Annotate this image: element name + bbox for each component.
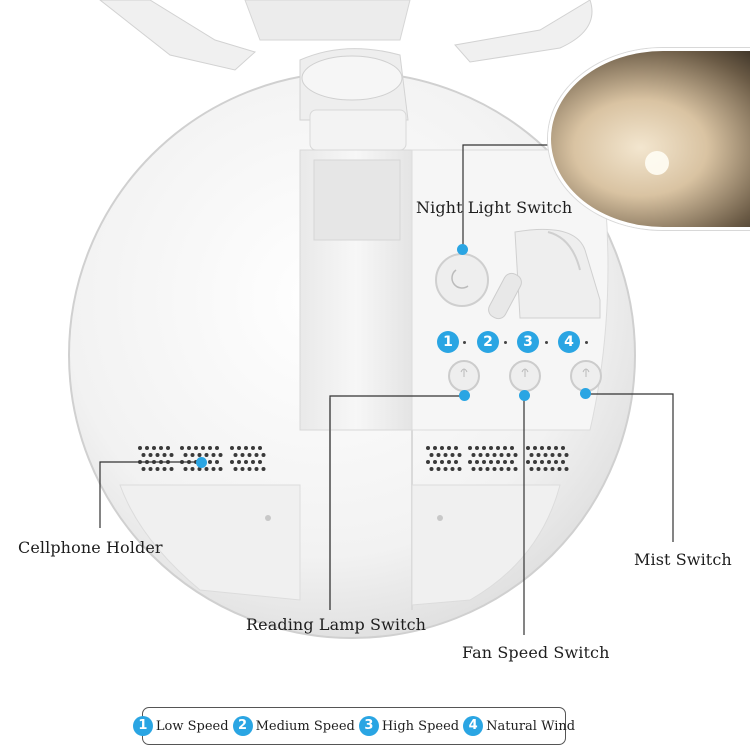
legend-item: 2 Medium Speed [232,716,355,736]
moon-star-projection-icon [611,145,669,180]
fan-base-drawing [68,0,674,639]
fan-speed-switch-label: Fan Speed Switch [462,643,610,662]
reading-lamp-callout-dot [459,390,470,401]
fan-speed-callout-dot [519,390,530,401]
base-ledge-left [119,484,301,601]
legend-text: Medium Speed [255,718,355,734]
speed-marker-4: 4 [558,331,580,353]
legend-number: 3 [358,716,379,736]
night-light-button [435,253,489,307]
mist-nozzle [488,272,522,320]
legend-text: Low Speed [155,718,229,734]
legend-number: 1 [132,716,153,736]
legend-item: 4 Natural Wind [463,716,575,736]
legend-item: 1 Low Speed [132,716,229,736]
speed-legend: 1 Low Speed 2 Medium Speed 3 High Speed … [132,707,575,745]
legend-number: 4 [463,716,484,736]
night-light-projection-inset [548,48,750,230]
legend-number: 2 [232,716,253,736]
neck-joint [301,55,403,101]
speed-marker-3: 3 [517,331,539,353]
speaker-grille-right [426,446,569,471]
fan-base-illustration: 1 2 3 4 [68,0,750,639]
speed-marker-2: 2 [477,331,499,353]
mist-tank [514,228,601,319]
cellphone-callout-dot [196,457,207,468]
fan-head-bottom [244,0,411,41]
night-light-callout-dot [457,244,468,255]
reading-lamp-switch-label: Reading Lamp Switch [246,615,427,634]
callout-lines [99,144,674,635]
legend-text: Natural Wind [486,718,576,734]
mist-switch-label: Mist Switch [634,550,732,569]
holder-slot [313,159,401,241]
legend-text: High Speed [381,718,460,734]
legend-item: 3 High Speed [358,716,460,736]
fan-arm-right [454,0,593,63]
mist-callout-dot [580,388,591,399]
cellphone-holder-label: Cellphone Holder [18,538,163,557]
fan-arm-left [99,0,256,71]
neck-clip [309,109,407,151]
speed-marker-1: 1 [437,331,459,353]
night-light-switch-label: Night Light Switch [416,198,573,217]
